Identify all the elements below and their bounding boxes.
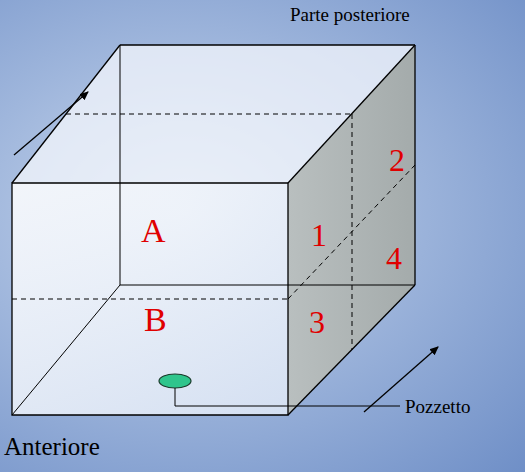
direction-arrow (14, 92, 88, 155)
dashed-dividers (12, 114, 415, 350)
cube-edges (12, 45, 415, 415)
callout-number: 4 (386, 242, 402, 274)
region-letter: B (144, 303, 167, 337)
right-face (288, 45, 415, 415)
part-label: Pozzetto (405, 397, 470, 416)
back-edges (12, 45, 415, 415)
part-label: Parte posteriore (290, 5, 410, 24)
leader-line (175, 388, 400, 406)
callout-number: 3 (309, 306, 325, 338)
drain-well (159, 374, 191, 388)
front-face (12, 183, 288, 415)
region-letter: A (141, 214, 166, 248)
part-label: Anteriore (4, 434, 100, 459)
callout-number: 2 (389, 144, 405, 176)
callout-number: 1 (311, 219, 327, 251)
